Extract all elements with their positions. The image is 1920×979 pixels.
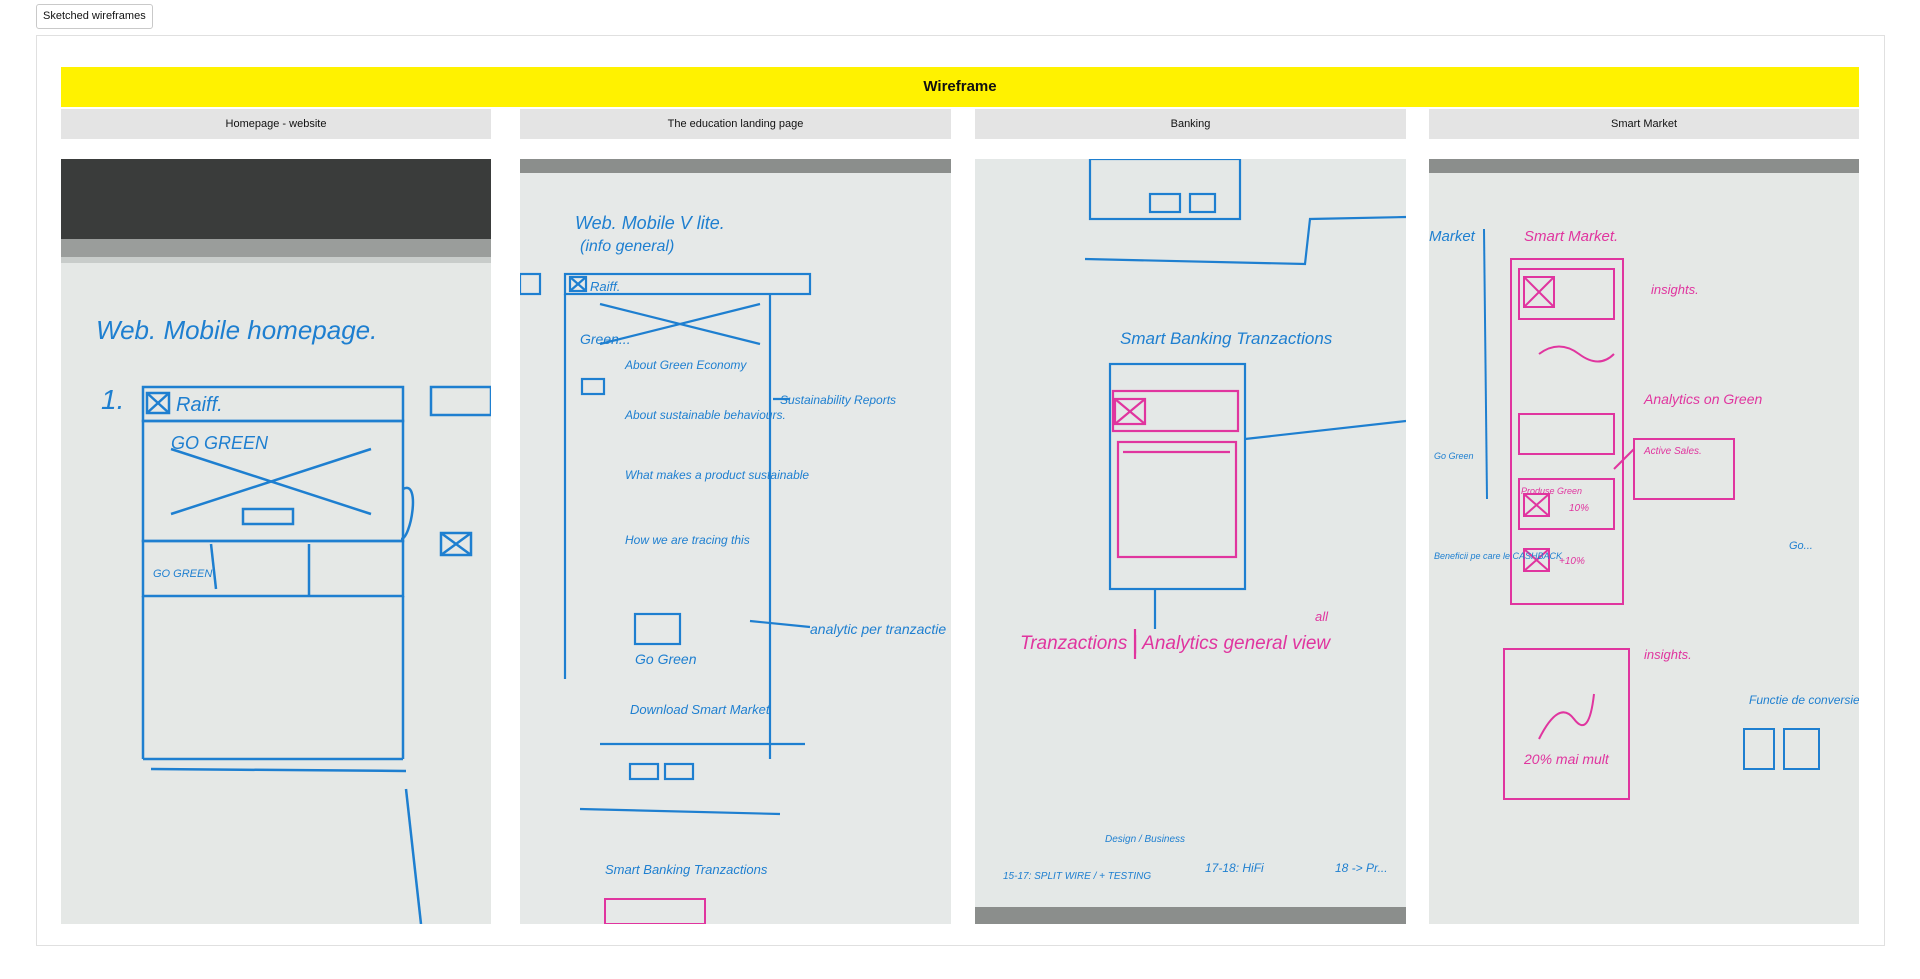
sketch-note: Active Sales. xyxy=(1643,446,1702,457)
photo-homepage-sketch[interactable]: Web. Mobile homepage. 1. Raiff. GO GREEN… xyxy=(61,159,491,924)
sketch-timeline-last: 18 -> Pr... xyxy=(1335,861,1388,875)
sketch-subheading: (info general) xyxy=(580,238,674,255)
sketch-bullet: What makes a product sustainable xyxy=(625,468,809,482)
sketch-bullet: About sustainable behaviours. xyxy=(624,408,786,422)
sketch-note: Go... xyxy=(1789,540,1813,552)
sketch-caption-extra: all xyxy=(1315,609,1329,624)
sketch-bullet: Download Smart Market xyxy=(630,702,771,717)
sketch-heading: Smart Banking Tranzactions xyxy=(1120,329,1333,348)
sketch-bullet: How we are tracing this xyxy=(625,533,750,547)
photo-education-sketch[interactable]: Web. Mobile V lite. (info general) Raiff… xyxy=(520,159,951,924)
sketch-heading: Web. Mobile homepage. xyxy=(96,315,377,345)
sketch-step: 1. xyxy=(101,384,124,415)
sketch-note: insights. xyxy=(1644,647,1692,662)
sketch-caption: Tranzactions | Analytics general view xyxy=(1020,633,1331,654)
sketch-timeline-branch: Design / Business xyxy=(1105,834,1185,845)
column-header-education: The education landing page xyxy=(520,109,951,139)
sketch-footer: Smart Banking Tranzactions xyxy=(605,862,768,877)
sketch-note: analytic per tranzactie xyxy=(810,621,946,637)
sketch-section-title: Green... xyxy=(580,331,631,347)
sketch-hero-text: GO GREEN xyxy=(171,433,269,453)
sketch-note: Functie de conversie xyxy=(1749,693,1859,707)
sketch-note: Go Green xyxy=(1434,451,1474,461)
sketch-logo-text: Raiff. xyxy=(590,279,620,294)
sketch-bullet: About Green Economy xyxy=(624,358,747,372)
photo-smart-market-sketch[interactable]: Smart Market. Market insights. Analytics… xyxy=(1429,159,1859,924)
column-header-homepage: Homepage - website xyxy=(61,109,491,139)
sketch-product-label: Produse Green xyxy=(1521,486,1582,496)
sketch-cta-text: GO GREEN xyxy=(153,568,212,580)
sketch-note: insights. xyxy=(1651,282,1699,297)
sketch-note: Sustainability Reports xyxy=(780,393,896,407)
sketch-heading: Web. Mobile V lite. xyxy=(575,213,725,233)
sketch-note: Beneficii pe care le CASHBACK xyxy=(1434,551,1563,561)
sketch-left-edge: Market xyxy=(1429,228,1476,245)
sketch-heading: Smart Market. xyxy=(1524,228,1618,245)
sketch-discount: +10% xyxy=(1559,556,1585,567)
banner-title: Wireframe xyxy=(61,67,1859,107)
photo-banking-sketch[interactable]: Smart Banking Tranzactions Tranzactions … xyxy=(975,159,1406,924)
sketch-logo-text: Raiff. xyxy=(176,394,223,416)
sketch-timeline: 15-17: SPLIT WIRE / + TESTING xyxy=(1003,871,1151,882)
sketch-bullet: Go Green xyxy=(635,651,697,667)
sketched-wireframes-button[interactable]: Sketched wireframes xyxy=(36,4,153,29)
sketch-note: Analytics on Green xyxy=(1643,391,1762,407)
sketch-timeline-next: 17-18: HiFi xyxy=(1205,861,1264,875)
sketch-note: 20% mai mult xyxy=(1523,751,1610,767)
sketch-discount: 10% xyxy=(1569,503,1589,514)
column-header-smart-market: Smart Market xyxy=(1429,109,1859,139)
column-header-banking: Banking xyxy=(975,109,1406,139)
